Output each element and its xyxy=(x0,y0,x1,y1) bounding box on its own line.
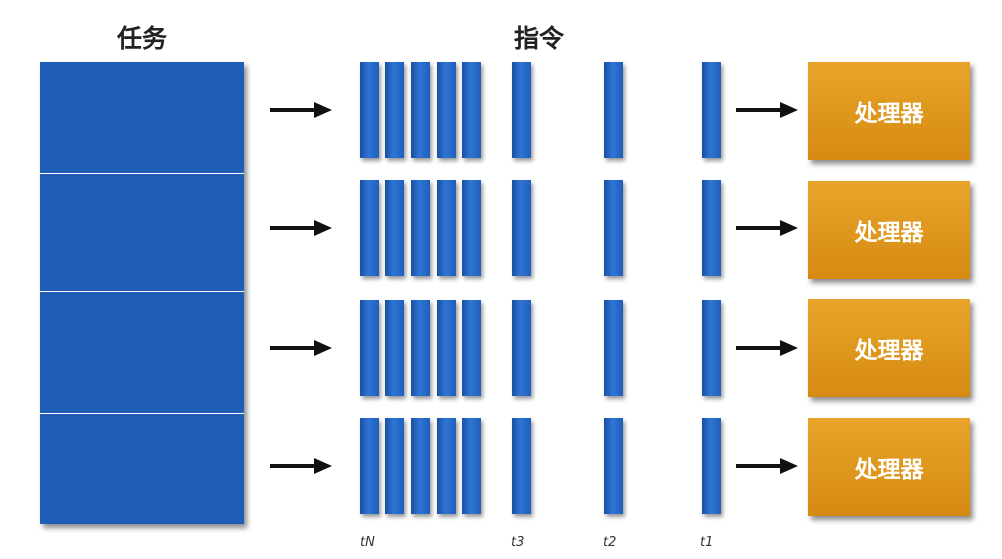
instruction-bar xyxy=(360,300,379,396)
instruction-bar xyxy=(604,180,623,276)
instruction-bar xyxy=(702,180,721,276)
instruction-bar xyxy=(385,180,404,276)
instruction-to-processor-arrow-icon xyxy=(736,339,798,357)
processor-label: 处理器 xyxy=(854,101,924,127)
task-block-3 xyxy=(40,291,244,413)
instruction-bar xyxy=(385,300,404,396)
processor-box: 处理器 xyxy=(808,418,970,516)
instruction-to-processor-arrow-icon xyxy=(736,101,798,119)
instruction-bar xyxy=(437,300,456,396)
instruction-bar xyxy=(462,300,481,396)
instruction-bar xyxy=(462,180,481,276)
task-block-2 xyxy=(40,173,244,291)
task-block-1 xyxy=(40,62,244,173)
processor-box: 处理器 xyxy=(808,181,970,279)
processor-box: 处理器 xyxy=(808,62,970,160)
time-label-t2: t2 xyxy=(603,535,617,550)
instruction-bar xyxy=(411,180,430,276)
instruction-bar xyxy=(702,300,721,396)
instruction-bar xyxy=(604,62,623,158)
processor-label: 处理器 xyxy=(854,457,924,483)
processor-label: 处理器 xyxy=(854,338,924,364)
task-stack xyxy=(40,62,244,524)
instruction-bar xyxy=(360,418,379,514)
instruction-bar xyxy=(512,62,531,158)
instruction-bar xyxy=(360,180,379,276)
processor-box: 处理器 xyxy=(808,299,970,397)
time-label-t1: t1 xyxy=(700,535,714,550)
task-to-instruction-arrow-icon xyxy=(270,101,332,119)
processor-label: 处理器 xyxy=(854,220,924,246)
instruction-to-processor-arrow-icon xyxy=(736,457,798,475)
instruction-bar xyxy=(604,300,623,396)
tasks-heading: 任务 xyxy=(117,24,168,53)
instruction-bar xyxy=(437,180,456,276)
instruction-bar xyxy=(385,418,404,514)
instruction-bar xyxy=(411,300,430,396)
task-block-4 xyxy=(40,413,244,524)
instruction-bar xyxy=(512,180,531,276)
instruction-bar xyxy=(702,418,721,514)
instruction-bar xyxy=(437,418,456,514)
instruction-bar xyxy=(437,62,456,158)
instruction-bar xyxy=(512,418,531,514)
instruction-bar xyxy=(462,418,481,514)
time-label-t3: t3 xyxy=(511,535,525,550)
instruction-bar xyxy=(360,62,379,158)
instruction-bar xyxy=(702,62,721,158)
task-to-instruction-arrow-icon xyxy=(270,339,332,357)
instruction-bar xyxy=(411,418,430,514)
instruction-bar xyxy=(512,300,531,396)
instruction-bar xyxy=(411,62,430,158)
time-label-tN: tN xyxy=(360,535,375,550)
instructions-heading: 指令 xyxy=(514,24,565,53)
instruction-bar xyxy=(385,62,404,158)
instruction-bar xyxy=(604,418,623,514)
instruction-to-processor-arrow-icon xyxy=(736,219,798,237)
task-to-instruction-arrow-icon xyxy=(270,457,332,475)
task-to-instruction-arrow-icon xyxy=(270,219,332,237)
instruction-bar xyxy=(462,62,481,158)
